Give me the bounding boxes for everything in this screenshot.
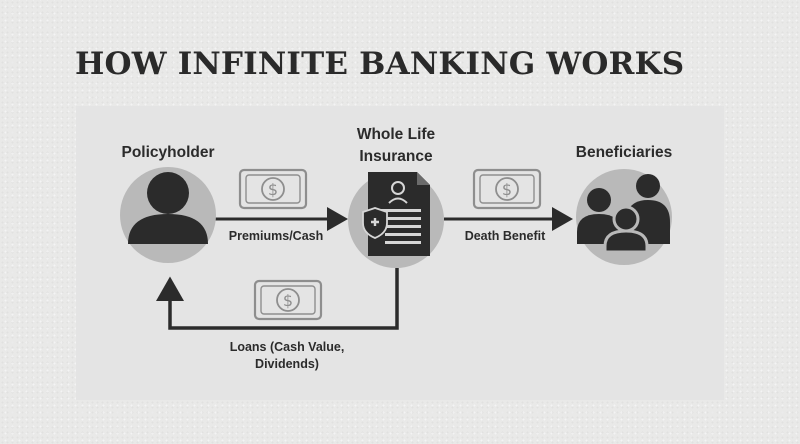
family-icon [577,174,670,254]
policyholder-label: Policyholder [121,144,214,161]
dollar-bill-icon: $ [238,168,308,210]
insurance-document-icon [362,172,430,256]
whole-life-insurance-node [348,172,444,268]
svg-text:$: $ [268,180,278,199]
insurance-label-line2: Insurance [359,148,433,165]
svg-text:$: $ [502,180,512,199]
dollar-bill-icon: $ [253,279,323,321]
premiums-label: Premiums/Cash [229,229,323,243]
loans-arrow [156,268,399,330]
svg-text:$: $ [283,291,293,310]
dollar-bill-icon: $ [472,168,542,210]
loans-label-line2: Dividends) [255,357,319,371]
insurance-label-line1: Whole Life [357,126,436,143]
loans-label-line1: Loans (Cash Value, [230,340,345,354]
policyholder-node [120,167,216,263]
page-title: HOW INFINITE BANKING WORKS [75,46,685,82]
beneficiaries-label: Beneficiaries [576,144,673,161]
beneficiaries-node [576,169,672,265]
person-icon [128,172,208,244]
death-benefit-label: Death Benefit [465,229,546,243]
